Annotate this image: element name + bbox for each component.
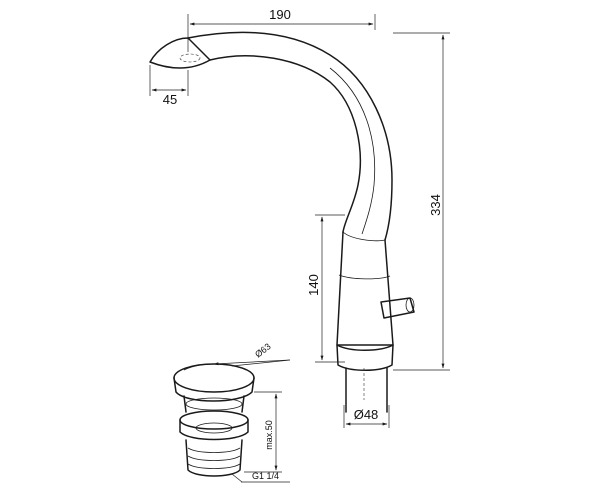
spout-reach-label: 190 [269,7,291,22]
max-height-label: max.50 [264,420,274,450]
dimension-cap-diameter: Ø63 [213,341,291,367]
thread-label: G1 1/4 [252,471,279,481]
dimension-outlet-width: 45 [149,65,189,107]
dimension-max-height: max.50 [244,391,282,473]
base-diameter-label: Ø48 [354,407,379,422]
faucet-outline [149,31,415,413]
dimension-base-diameter: Ø48 [343,405,390,428]
cap-diameter-label: Ø63 [253,341,273,359]
dimension-overall-height: 334 [393,32,450,371]
overall-height-label: 334 [428,194,443,216]
dimension-body-height: 140 [306,214,345,363]
body-height-label: 140 [306,274,321,296]
dimension-thread: G1 1/4 [231,471,290,483]
drain-plug-outline [173,363,255,477]
dimension-spout-reach: 190 [187,7,376,52]
outlet-width-label: 45 [163,92,177,107]
